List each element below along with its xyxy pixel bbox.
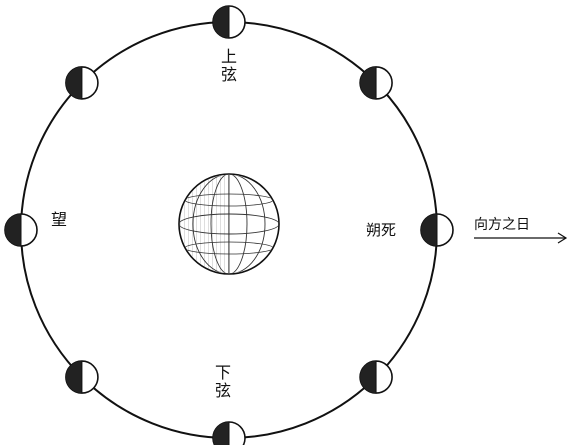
first-quarter-label-top: 上 [221, 47, 237, 66]
moon-waxing-gibbous [66, 67, 98, 99]
sun-direction-label: 向方之日 [474, 217, 530, 233]
moon-waning-crescent [360, 361, 392, 393]
moon-new-moon [421, 214, 453, 246]
moon-waxing-crescent [360, 67, 392, 99]
last-quarter-label-bottom: 弦 [215, 381, 231, 400]
full-moon-label: 望 [51, 210, 67, 229]
moon-last-quarter [213, 422, 245, 445]
last-quarter-label-top: 下 [215, 363, 231, 382]
moon-first-quarter [213, 6, 245, 38]
moon-waning-gibbous [66, 361, 98, 393]
first-quarter-label-bottom: 弦 [221, 65, 237, 84]
moon-full-moon [5, 214, 37, 246]
right-arrow-icon [474, 233, 566, 243]
earth-globe-icon [179, 174, 279, 274]
new-moon-label: 朔死 [366, 221, 396, 239]
